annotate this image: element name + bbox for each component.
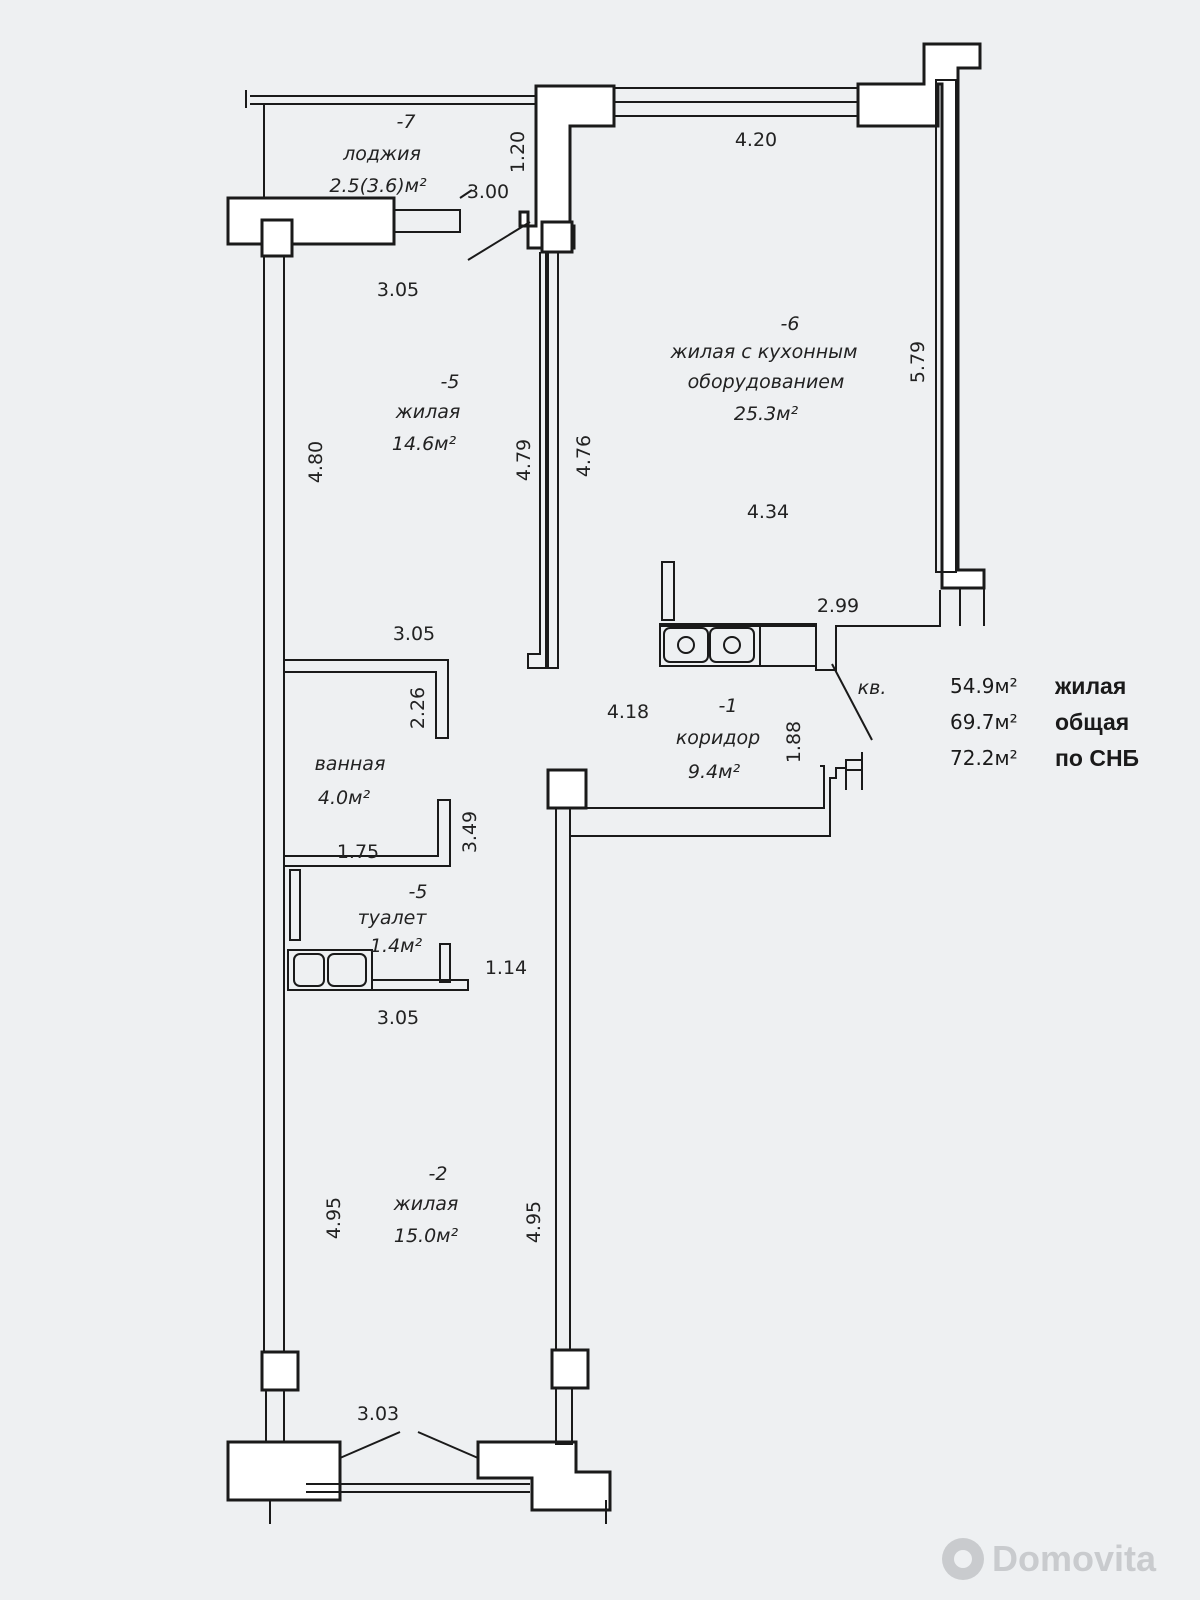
- summary-living-value: 54.9м²: [950, 674, 1018, 698]
- loggia-door-swing: [467, 221, 531, 261]
- partition-living-kitchen: [527, 252, 547, 669]
- living5-name: жилая: [395, 401, 461, 423]
- living2-name: жилая: [393, 1193, 459, 1215]
- column-bottom-right: [550, 1348, 590, 1390]
- corridor-area: 9.4м²: [688, 761, 741, 783]
- column-corridor: [546, 768, 588, 810]
- dim-4-80: 4.80: [305, 441, 327, 483]
- kitchen-area: 25.3м²: [734, 403, 799, 425]
- dim-2-26: 2.26: [407, 687, 429, 729]
- watermark: Domovita: [942, 1538, 1156, 1580]
- toilet-fixtures: [287, 943, 469, 991]
- toilet-name: туалет: [358, 907, 428, 929]
- watermark-logo-icon: [942, 1538, 984, 1580]
- dim-4-20: 4.20: [735, 129, 777, 151]
- living5-area: 14.6м²: [392, 433, 457, 455]
- corridor-wall: [569, 759, 863, 837]
- dim-3-00: 3.00: [467, 181, 509, 203]
- kitchen-lower-wall: [660, 590, 941, 671]
- kitchen-num: -6: [781, 313, 800, 335]
- dim-4-76: 4.76: [573, 435, 595, 477]
- dim-3-49: 3.49: [459, 811, 481, 853]
- summary-total-label: общая: [1055, 708, 1130, 735]
- column-bottom-left: [260, 1350, 300, 1392]
- summary-living-label: жилая: [1055, 672, 1127, 699]
- dim-3-05-top: 3.05: [377, 279, 419, 301]
- dim-4-95-left: 4.95: [323, 1197, 345, 1239]
- entrance-label: кв.: [858, 677, 887, 699]
- loggia-outline: [226, 90, 536, 246]
- area-summary: 54.9м² жилая 69.7м² общая 72.2м² по СНБ: [950, 668, 1139, 776]
- watermark-text: Domovita: [992, 1538, 1157, 1579]
- summary-row-snb: 72.2м² по СНБ: [950, 740, 1139, 776]
- dim-4-79: 4.79: [513, 439, 535, 481]
- loggia-num: -7: [397, 111, 416, 133]
- bath-bottom-wall: [284, 799, 451, 867]
- kitchen-name-2: оборудованием: [688, 371, 845, 393]
- left-outer-wall: [263, 255, 285, 1357]
- dim-2-99: 2.99: [817, 595, 859, 617]
- loggia-area: 2.5(3.6)м²: [329, 175, 427, 197]
- dim-5-79: 5.79: [907, 341, 929, 383]
- dim-3-05-mid: 3.05: [393, 623, 435, 645]
- right-corner-wall: [856, 42, 986, 590]
- entrance-door-swing: [831, 663, 873, 741]
- living2-num: -2: [429, 1163, 448, 1185]
- dim-3-03: 3.03: [357, 1403, 399, 1425]
- kitchen-counter: [659, 623, 817, 667]
- kitchen-name-1: жилая с кухонным: [670, 341, 858, 363]
- dim-4-18: 4.18: [607, 701, 649, 723]
- corridor-num: -1: [719, 695, 738, 717]
- kitchen-window: [613, 87, 859, 117]
- bath-area: 4.0м²: [318, 787, 371, 809]
- partition-lower-right: [555, 807, 571, 1357]
- living2-area: 15.0м²: [394, 1225, 459, 1247]
- dim-1-88: 1.88: [783, 721, 805, 763]
- summary-total-value: 69.7м²: [950, 710, 1018, 734]
- dim-4-34: 4.34: [747, 501, 789, 523]
- living5-num: -5: [441, 371, 460, 393]
- central-pier: [518, 84, 616, 250]
- dim-1-20: 1.20: [507, 131, 529, 173]
- summary-snb-value: 72.2м²: [950, 746, 1018, 770]
- dim-3-05-low: 3.05: [377, 1007, 419, 1029]
- summary-snb-label: по СНБ: [1055, 744, 1140, 771]
- dim-1-14: 1.14: [485, 957, 527, 979]
- dim-4-95-right: 4.95: [523, 1201, 545, 1243]
- loggia-name: лоджия: [342, 143, 421, 165]
- bath-name: ванная: [315, 753, 386, 775]
- dim-1-75: 1.75: [337, 841, 379, 863]
- bottom-wall-right: [476, 1440, 612, 1512]
- column-top-left: [260, 218, 294, 258]
- column-partition-top: [540, 220, 574, 254]
- summary-row-total: 69.7м² общая: [950, 704, 1139, 740]
- corridor-name: коридор: [676, 727, 760, 749]
- toilet-num: -5: [409, 881, 428, 903]
- summary-row-living: 54.9м² жилая: [950, 668, 1139, 704]
- bath-top-wall: [284, 659, 449, 739]
- toilet-area: 1.4м²: [370, 935, 423, 957]
- bottom-wall-left: [226, 1440, 342, 1502]
